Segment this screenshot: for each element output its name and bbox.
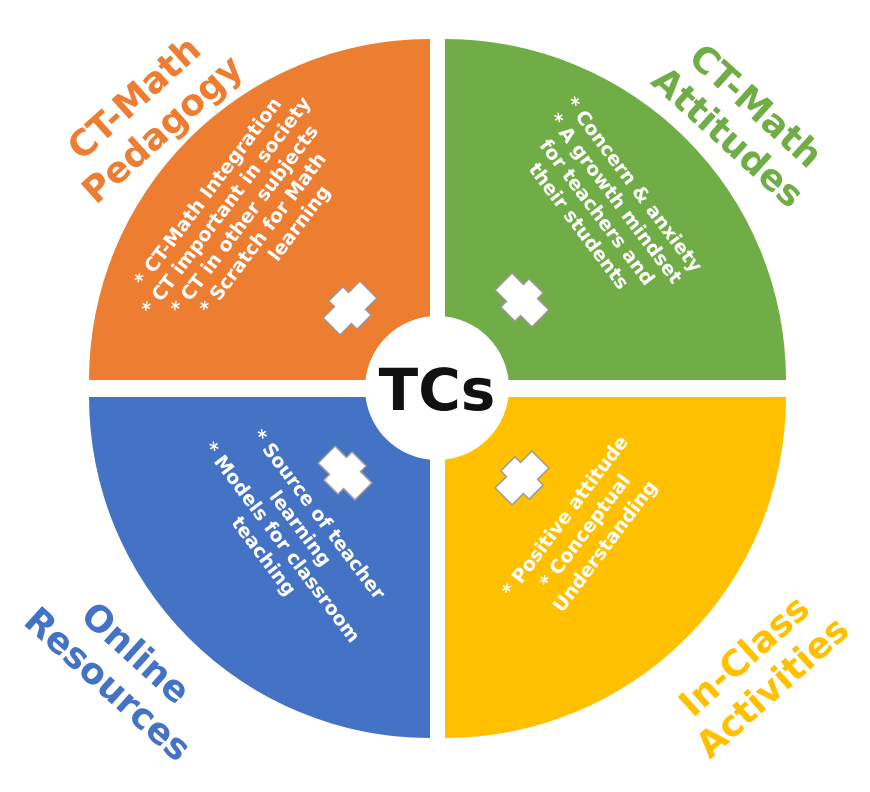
double-arrow-icon xyxy=(494,450,550,506)
double-arrow-icon xyxy=(494,272,550,328)
center-label: TCs xyxy=(379,356,496,424)
center-hub xyxy=(365,316,509,460)
double-arrow-icon xyxy=(317,445,373,501)
double-arrow-icon xyxy=(322,280,378,336)
